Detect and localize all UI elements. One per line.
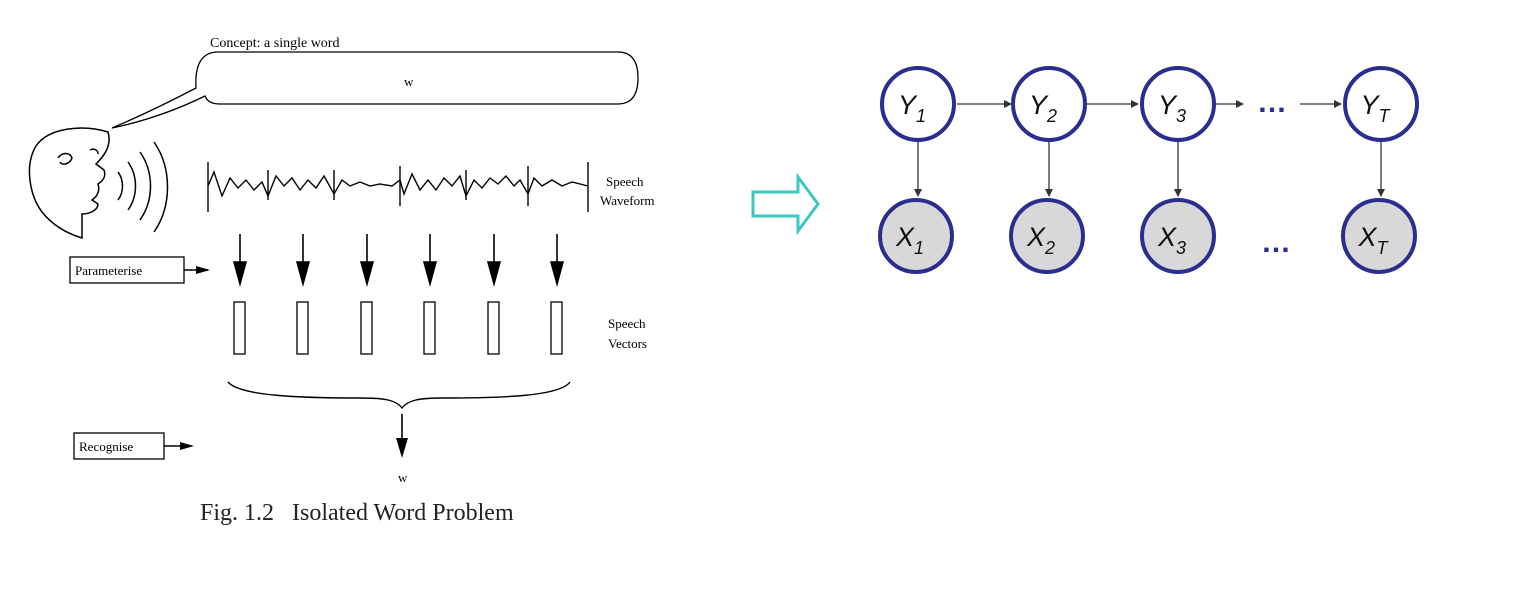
svg-text:X3: X3 (1157, 222, 1186, 258)
hidden-node-y1: Y1 (880, 66, 956, 142)
isolated-word-figure: Concept: a single word w Speech Waveform (28, 36, 655, 526)
hollow-right-arrow-icon (751, 172, 820, 236)
hidden-node-y2: Y2 (1011, 66, 1087, 142)
speech-vectors (233, 301, 563, 355)
observed-node-x3: X3 (1140, 198, 1216, 274)
svg-text:Y2: Y2 (1029, 90, 1057, 126)
speaker-head-icon (28, 127, 169, 240)
svg-text:X1: X1 (895, 222, 924, 258)
observed-node-xt: XT (1341, 198, 1417, 274)
svg-text:YT: YT (1360, 90, 1391, 126)
vectors-label-line2: Vectors (608, 336, 647, 351)
observed-node-x1: X1 (878, 198, 954, 274)
recognise-label: Recognise (79, 439, 133, 454)
hidden-node-yt: YT (1343, 66, 1419, 142)
figure-caption: Fig. 1.2 Isolated Word Problem (200, 500, 514, 526)
svg-text:Y3: Y3 (1158, 90, 1186, 126)
concept-label: Concept: a single word (210, 36, 339, 51)
parameterise-label: Parameterise (75, 263, 142, 278)
hidden-ellipsis: … (1257, 86, 1287, 119)
waveform-label-line2: Waveform (600, 193, 655, 208)
hidden-node-y3: Y3 (1140, 66, 1216, 142)
bubble-word: w (404, 74, 414, 89)
observed-ellipsis: … (1261, 226, 1291, 259)
svg-text:X2: X2 (1026, 222, 1055, 258)
speech-waveform (207, 162, 589, 212)
frame-arrows (232, 234, 565, 288)
hmm-diagram: … … Y1 Y2 Y3 YT X1 X2 X3 (878, 66, 1419, 274)
output-word: w (398, 470, 408, 485)
svg-text:Y1: Y1 (898, 90, 926, 126)
speech-bubble (111, 51, 639, 129)
observed-node-x2: X2 (1009, 198, 1085, 274)
waveform-label-line1: Speech (606, 174, 644, 189)
svg-text:XT: XT (1357, 222, 1389, 258)
vectors-label-line1: Speech (608, 316, 646, 331)
brace (227, 381, 571, 410)
